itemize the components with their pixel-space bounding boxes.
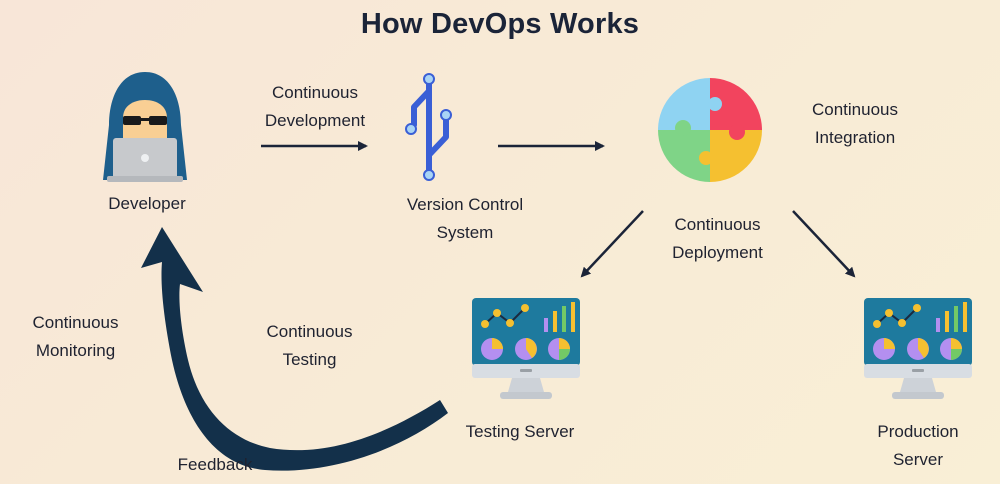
ci-to-testing-arrow <box>580 210 644 278</box>
feedback-arrow <box>141 227 448 471</box>
puzzle-circle-icon <box>655 78 765 183</box>
feedback-label: Feedback <box>177 455 253 474</box>
vcs-label: Version Control System <box>406 195 524 242</box>
developer-label: Developer <box>108 194 186 213</box>
testing-server-icon <box>470 296 582 402</box>
continuous-monitoring-label: Continuous Monitoring <box>32 313 119 360</box>
ci-to-production-arrow <box>792 210 856 278</box>
production-server-label: Production Server <box>877 422 959 469</box>
diagram-title: How DevOps Works <box>360 8 640 40</box>
continuous-deployment-label: Continuous Deployment <box>672 215 763 262</box>
continuous-integration-label: Continuous Integration <box>811 100 898 147</box>
testing-server-label: Testing Server <box>465 422 575 441</box>
continuous-testing-label: Continuous Testing <box>266 322 353 369</box>
continuous-development-label: Continuous Development <box>264 83 366 130</box>
git-branch-icon <box>400 73 460 183</box>
developer-icon <box>95 70 195 185</box>
production-server-icon <box>862 296 974 402</box>
